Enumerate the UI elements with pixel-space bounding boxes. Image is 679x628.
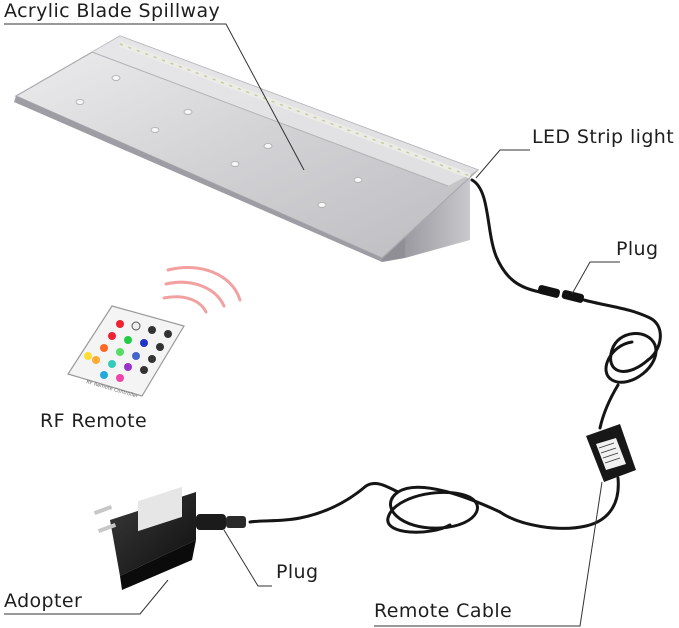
plug-bottom-label: Plug xyxy=(276,561,319,583)
adopter-label: Adopter xyxy=(4,590,83,612)
signal-waves xyxy=(162,266,242,314)
remote-cable-label: Remote Cable xyxy=(374,600,513,622)
plug-top-label: Plug xyxy=(616,238,659,260)
power-adapter xyxy=(93,486,196,590)
rf-remote: RF Remote Controller xyxy=(67,266,242,400)
plug-connector-bottom xyxy=(196,514,246,530)
led-strip-label: LED Strip light xyxy=(532,126,675,148)
remote-buttons xyxy=(84,320,172,382)
leader-lines xyxy=(4,23,620,627)
rf-remote-label: RF Remote xyxy=(40,410,148,432)
spillway-label: Acrylic Blade Spillway xyxy=(4,0,221,22)
remote-controller-box xyxy=(586,424,636,482)
led-strip xyxy=(119,41,471,179)
plug-connector-top xyxy=(537,285,585,303)
cable xyxy=(248,178,662,534)
acrylic-blade-spillway xyxy=(14,35,480,262)
